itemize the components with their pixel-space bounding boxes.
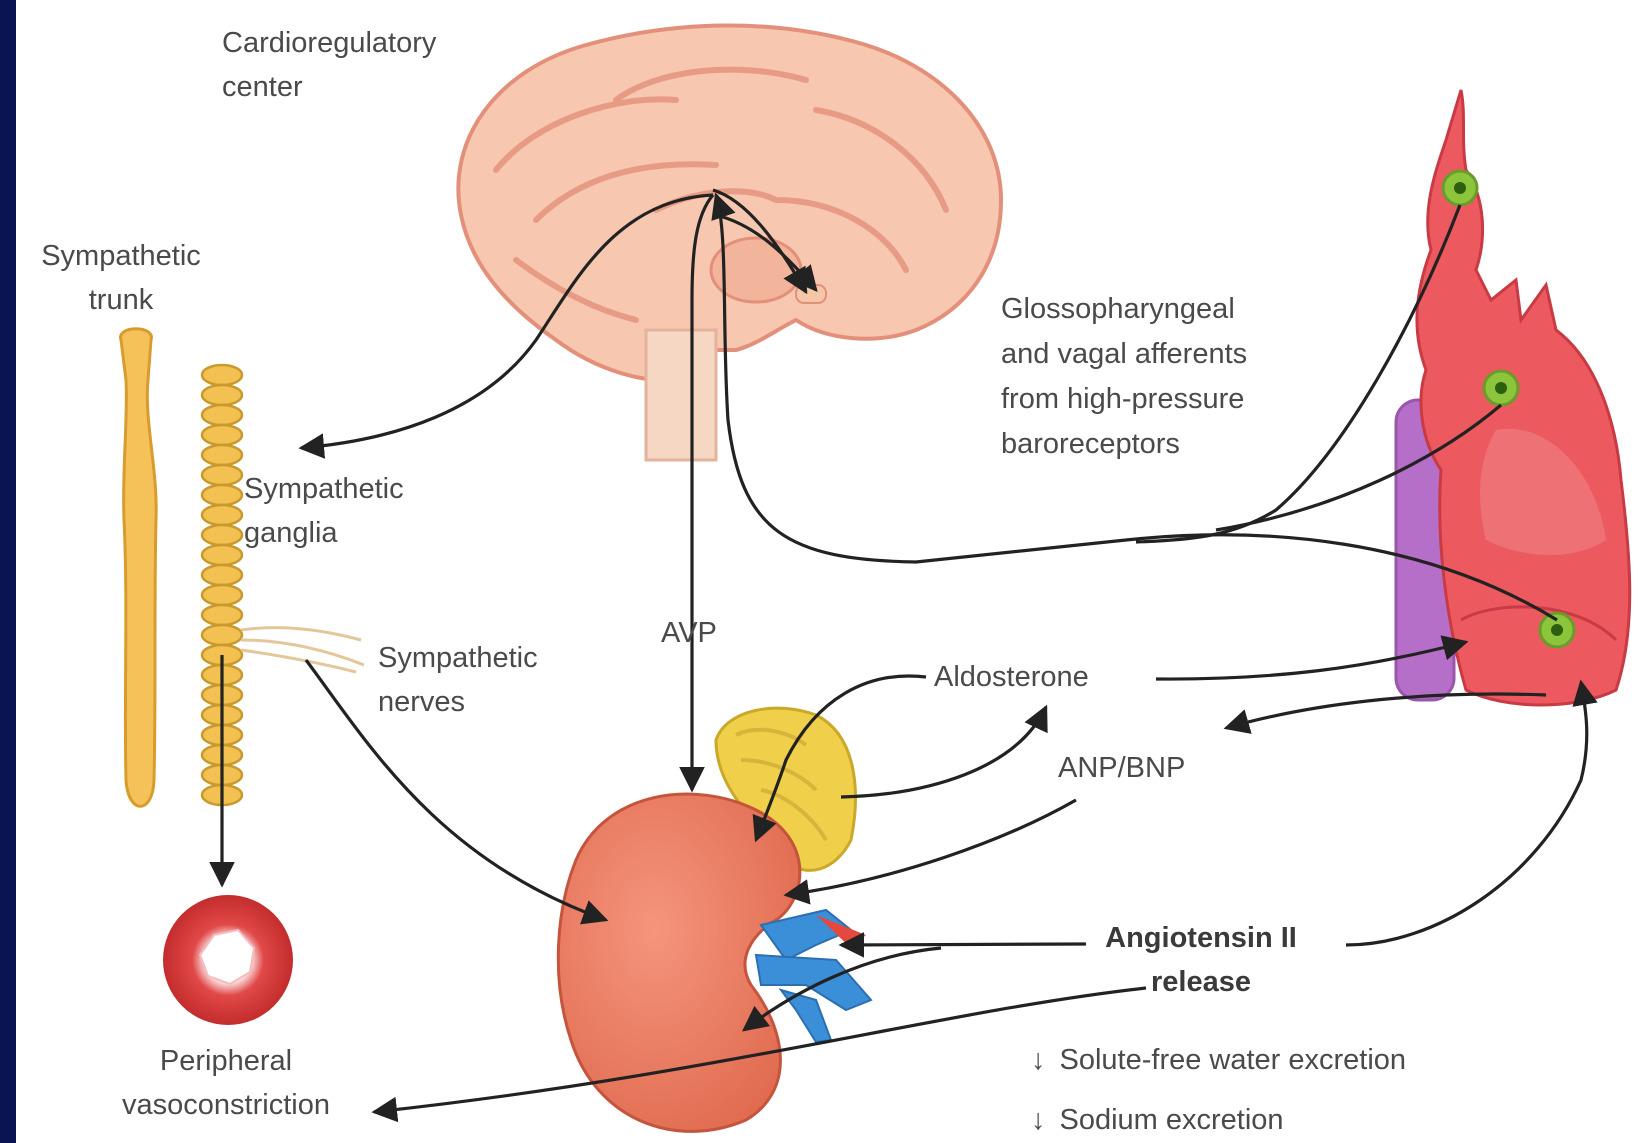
label-sympathetic-trunk-line2: trunk [16, 279, 226, 323]
label-avp-text: AVP [661, 612, 717, 656]
label-glosso-line4: baroreceptors [1001, 422, 1247, 467]
label-cardioregulatory-line1: Cardioregulatory [222, 22, 436, 66]
heart-illustration [1396, 90, 1630, 705]
label-angiotensin-release: Angiotensin II release [1076, 917, 1326, 1004]
label-glosso-line3: from high-pressure [1001, 377, 1247, 422]
label-aldosterone: Aldosterone [934, 656, 1089, 700]
label-avp: AVP [661, 612, 717, 656]
diagram-canvas: Cardioregulatory center Sympathetic trun… [16, 0, 1638, 1143]
down-arrow-icon: ↓ [1031, 1090, 1046, 1143]
label-aldosterone-text: Aldosterone [934, 656, 1089, 700]
ganglion-segment [202, 445, 242, 465]
label-anp-bnp-text: ANP/BNP [1058, 747, 1185, 791]
effect-solute-free-water: ↓ Solute-free water excretion [1031, 1030, 1406, 1090]
down-arrow-icon: ↓ [1031, 1030, 1046, 1090]
ganglion-segment [202, 365, 242, 385]
ganglion-segment [202, 525, 242, 545]
ganglion-segment [202, 585, 242, 605]
label-sympathetic-ganglia: Sympathetic ganglia [244, 468, 404, 555]
label-sympathetic-nerves-line2: nerves [378, 681, 538, 725]
ganglion-segment [202, 425, 242, 445]
ganglion-segment [202, 405, 242, 425]
label-glosso-line2: and vagal afferents [1001, 332, 1247, 377]
label-sympathetic-ganglia-line1: Sympathetic [244, 468, 404, 512]
ganglion-segment [202, 485, 242, 505]
label-peripheral-vasoconstriction: Peripheral vasoconstriction [76, 1040, 376, 1127]
ganglion-segment [202, 505, 242, 525]
arrow-adrenal-to-aldosterone [841, 707, 1046, 797]
ganglion-segment [202, 465, 242, 485]
label-effects: ↓ Solute-free water excretion ↓ Sodium exc… [1031, 1030, 1406, 1143]
ganglion-segment [202, 385, 242, 405]
arrow-angiotensin-to-kidney-vessel [841, 944, 1086, 945]
label-peripheral-line1: Peripheral [76, 1040, 376, 1084]
label-peripheral-line2: vasoconstriction [76, 1084, 376, 1128]
label-angiotensin-line2: release [1076, 961, 1326, 1005]
label-angiotensin-line1: Angiotensin II [1076, 917, 1326, 961]
effect-sodium: ↓ Sodium excretion [1031, 1090, 1406, 1143]
diagram-artwork [16, 0, 1638, 1143]
ganglion-segment [202, 545, 242, 565]
sympathetic-nerve-fibers [241, 628, 364, 672]
label-sympathetic-nerves: Sympathetic nerves [378, 637, 538, 724]
ganglion-segment [202, 625, 242, 645]
label-sympathetic-trunk-line1: Sympathetic [16, 235, 226, 279]
label-sympathetic-nerves-line1: Sympathetic [378, 637, 538, 681]
label-sympathetic-ganglia-line2: ganglia [244, 512, 404, 556]
label-cardioregulatory-line2: center [222, 66, 436, 110]
ganglion-segment [202, 605, 242, 625]
label-sympathetic-trunk: Sympathetic trunk [16, 235, 226, 322]
label-glossopharyngeal: Glossopharyngeal and vagal afferents fro… [1001, 287, 1247, 467]
label-effect1: Solute-free water excretion [1060, 1044, 1407, 1076]
label-glosso-line1: Glossopharyngeal [1001, 287, 1247, 332]
arrow-angiotensin-to-heart [1346, 682, 1587, 945]
brain-illustration [458, 25, 1001, 460]
ganglion-segment [202, 565, 242, 585]
label-anp-bnp: ANP/BNP [1058, 747, 1185, 791]
label-effect2: Sodium excretion [1060, 1104, 1284, 1136]
sympathetic-trunk-illustration [121, 329, 157, 807]
label-cardioregulatory-center: Cardioregulatory center [222, 22, 436, 109]
blood-vessel-cross-section [163, 895, 293, 1025]
